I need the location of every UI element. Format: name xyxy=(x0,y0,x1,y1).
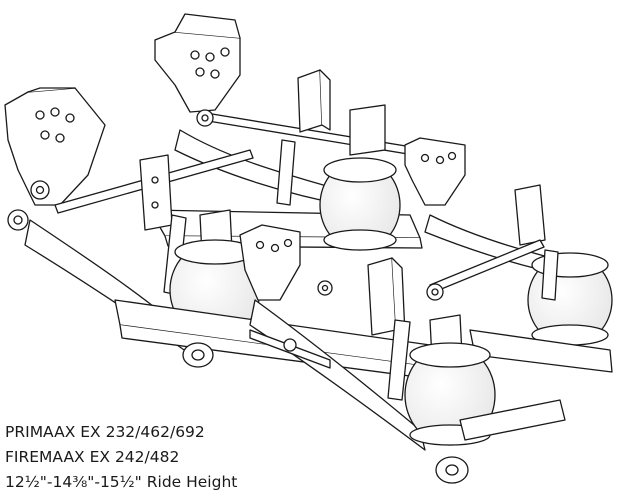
rear-shock-absorber-left xyxy=(276,139,296,206)
rear-shock-bracket xyxy=(297,69,323,133)
rear-airbag-mount-left xyxy=(349,104,386,156)
caption-block: PRIMAAX EX 232/462/692 FIREMAAX EX 242/4… xyxy=(5,420,335,495)
rear-axle-assembly xyxy=(149,13,613,373)
front-right-upright xyxy=(367,257,397,336)
front-trailing-arm-right xyxy=(249,299,426,451)
rear-frame-hanger-right xyxy=(404,137,466,206)
front-shock-absorber-right xyxy=(387,319,411,401)
caption-ride-height: 12½"-14⅜"-15½" Ride Height xyxy=(5,473,238,491)
rear-right-upright xyxy=(514,184,546,246)
front-frame-hanger-left xyxy=(4,87,106,206)
front-axle-assembly xyxy=(4,87,566,484)
caption-model-firemaax: FIREMAAX EX 242/482 xyxy=(5,448,180,466)
caption-model-primaax: PRIMAAX EX 232/462/692 xyxy=(5,423,205,441)
front-left-upright xyxy=(139,154,173,231)
